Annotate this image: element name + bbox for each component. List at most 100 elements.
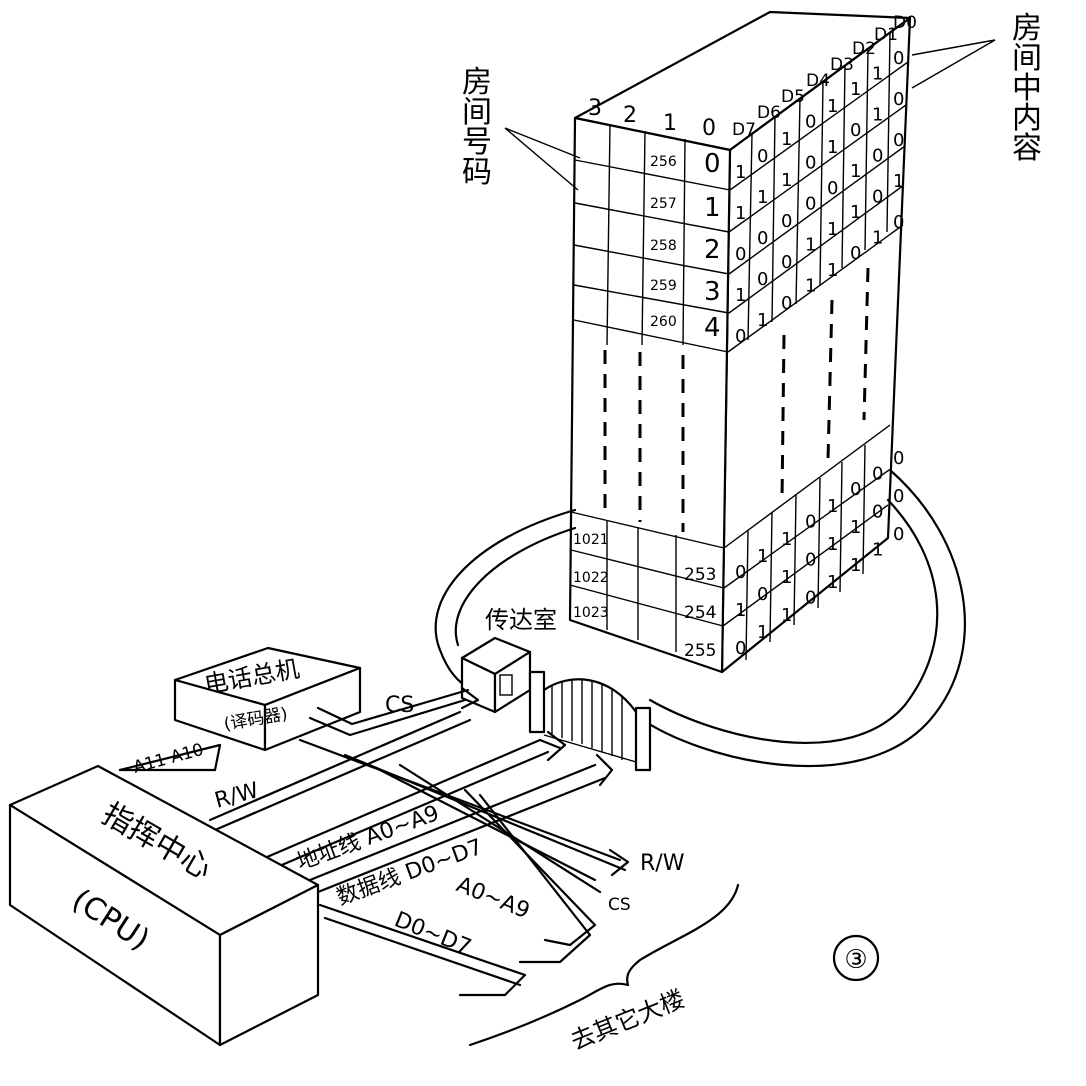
content-bit: 0	[735, 244, 746, 265]
room-number: 258	[650, 238, 677, 254]
content-bit: 1	[735, 162, 746, 183]
content-bit: 0	[850, 479, 861, 500]
row-index: 0	[704, 149, 721, 179]
row-index: 254	[684, 603, 716, 623]
front-dashed-columns	[603, 350, 685, 532]
bus-label-d0-d7: D0~D7	[391, 907, 475, 960]
content-bit: 1	[757, 546, 768, 567]
data-header: D2	[852, 39, 876, 59]
figure-number-text: ③	[844, 945, 867, 975]
content-bit: 0	[827, 178, 838, 199]
row-index: 253	[684, 565, 716, 585]
content-bit: 0	[893, 130, 904, 151]
gate	[528, 670, 652, 772]
figure-number: ③	[832, 934, 880, 982]
content-bit: 0	[735, 326, 746, 347]
data-header: D0	[893, 13, 917, 33]
compound-wall	[434, 468, 966, 768]
content-bit: 1	[781, 170, 792, 191]
content-bit: 0	[781, 211, 792, 232]
room-number: 1021	[573, 532, 609, 548]
digit-header: 1	[663, 111, 677, 136]
content-bit: 0	[735, 638, 746, 659]
room-number: 1022	[573, 570, 609, 586]
content-bits: 1010111011101010000001001001110101011010…	[735, 48, 904, 659]
content-bit: 0	[872, 186, 883, 207]
content-bit: 0	[757, 228, 768, 249]
content-bit: 1	[872, 104, 883, 125]
front-grid-top	[573, 123, 731, 353]
top-rows-front: 256 0 257 1 258 2 259 3 260 4	[650, 149, 721, 343]
content-bit: 1	[827, 534, 838, 555]
content-bit: 1	[827, 219, 838, 240]
data-header: D6	[757, 103, 781, 123]
content-bit: 0	[757, 269, 768, 290]
room-number: 257	[650, 196, 677, 212]
content-bit: 1	[735, 285, 746, 306]
row-index: 3	[704, 277, 721, 307]
content-bit: 0	[893, 89, 904, 110]
content-bit: 1	[872, 539, 883, 560]
content-bit: 0	[893, 48, 904, 69]
content-bit: 1	[757, 310, 768, 331]
content-bit: 1	[827, 496, 838, 517]
side-grid-bottom	[722, 424, 891, 661]
content-bit: 1	[850, 161, 861, 182]
switchboard-decoder: 电话总机 (译码器)	[173, 646, 362, 752]
content-bit: 0	[781, 293, 792, 314]
content-bit: 0	[757, 584, 768, 605]
content-bit: 1	[850, 79, 861, 100]
content-bit: 1	[893, 171, 904, 192]
room-number: 259	[650, 278, 677, 294]
content-bit: 1	[827, 260, 838, 281]
gatehouse-label: 传达室	[485, 606, 557, 634]
data-headers: D7 D6 D5 D4 D3 D2 D1 D0	[732, 13, 917, 140]
data-header: D1	[874, 25, 898, 45]
data-header: D7	[732, 120, 756, 140]
digit-header: 3	[588, 96, 602, 121]
digit-headers: 3 2 1 0	[588, 96, 716, 141]
content-bit: 1	[781, 529, 792, 550]
bottom-rows-front: 1021 253 1022 254 1023 255	[573, 532, 716, 661]
content-bit: 0	[757, 146, 768, 167]
data-header: D3	[830, 55, 854, 75]
content-bit: 0	[805, 112, 816, 133]
content-label-pointers	[911, 39, 996, 89]
row-index: 2	[704, 235, 721, 265]
content-bit: 0	[805, 194, 816, 215]
gatehouse: 传达室	[460, 606, 557, 714]
content-bit: 1	[781, 567, 792, 588]
content-bit: 1	[850, 202, 861, 223]
room-label-pointers	[504, 127, 581, 191]
content-bit: 0	[872, 145, 883, 166]
memory-building: 3 2 1 0 D7 D6 D5 D4 D3 D2 D1 D0 256 0 25…	[568, 10, 917, 674]
content-bit: 1	[781, 605, 792, 626]
row-index: 4	[704, 313, 721, 343]
content-bit: 1	[872, 227, 883, 248]
content-bit: 0	[735, 562, 746, 583]
content-bit: 0	[805, 550, 816, 571]
content-bit: 1	[757, 187, 768, 208]
content-bit: 1	[735, 600, 746, 621]
bus-label-rw-top: R/W	[212, 778, 262, 814]
cpu-box: 指挥中心 (CPU)	[8, 764, 320, 1047]
content-bit: 1	[850, 555, 861, 576]
room-number-label: 房间号码	[462, 65, 492, 190]
bus-label-rw-right: R/W	[640, 851, 685, 876]
room-content-label: 房间中内容	[1012, 11, 1042, 166]
content-bit: 0	[850, 243, 861, 264]
digit-header: 0	[702, 116, 716, 141]
content-bit: 0	[781, 252, 792, 273]
row-index: 1	[704, 193, 721, 223]
side-dashed-columns	[780, 267, 870, 501]
bus-label-a11-a10: A11 A10	[131, 740, 206, 778]
building-front	[568, 116, 732, 674]
front-grid-bottom	[569, 511, 725, 652]
data-header: D5	[781, 87, 805, 107]
content-bit: 1	[781, 129, 792, 150]
content-bit: 1	[735, 203, 746, 224]
content-bit: 0	[872, 463, 883, 484]
content-bit: 1	[805, 276, 816, 297]
room-number: 260	[650, 314, 677, 330]
